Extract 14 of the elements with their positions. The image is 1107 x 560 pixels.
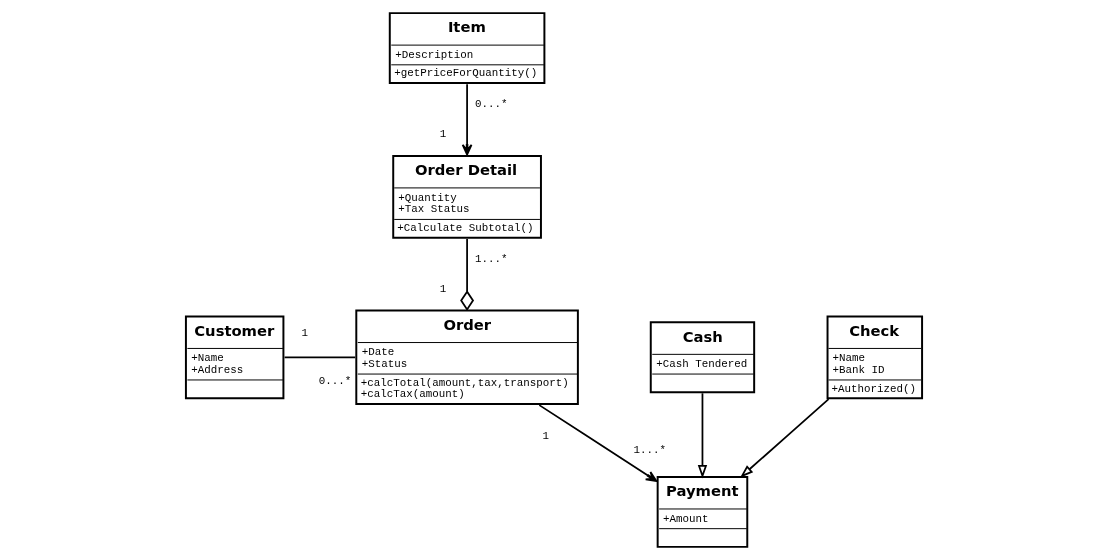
label: 1...*: [474, 253, 507, 266]
label: 1: [542, 429, 549, 442]
connector: [283, 356, 356, 359]
label: 0...*: [474, 98, 507, 111]
label: 1: [439, 128, 446, 141]
arrow: [697, 392, 707, 479]
arrow: [461, 83, 472, 156]
connector: [459, 238, 474, 311]
label: 1...*: [633, 443, 666, 456]
label: 1: [439, 282, 446, 295]
label: 1: [301, 326, 308, 339]
arrow: [739, 398, 829, 478]
label: 0...*: [318, 375, 351, 388]
arrow: [537, 404, 657, 482]
